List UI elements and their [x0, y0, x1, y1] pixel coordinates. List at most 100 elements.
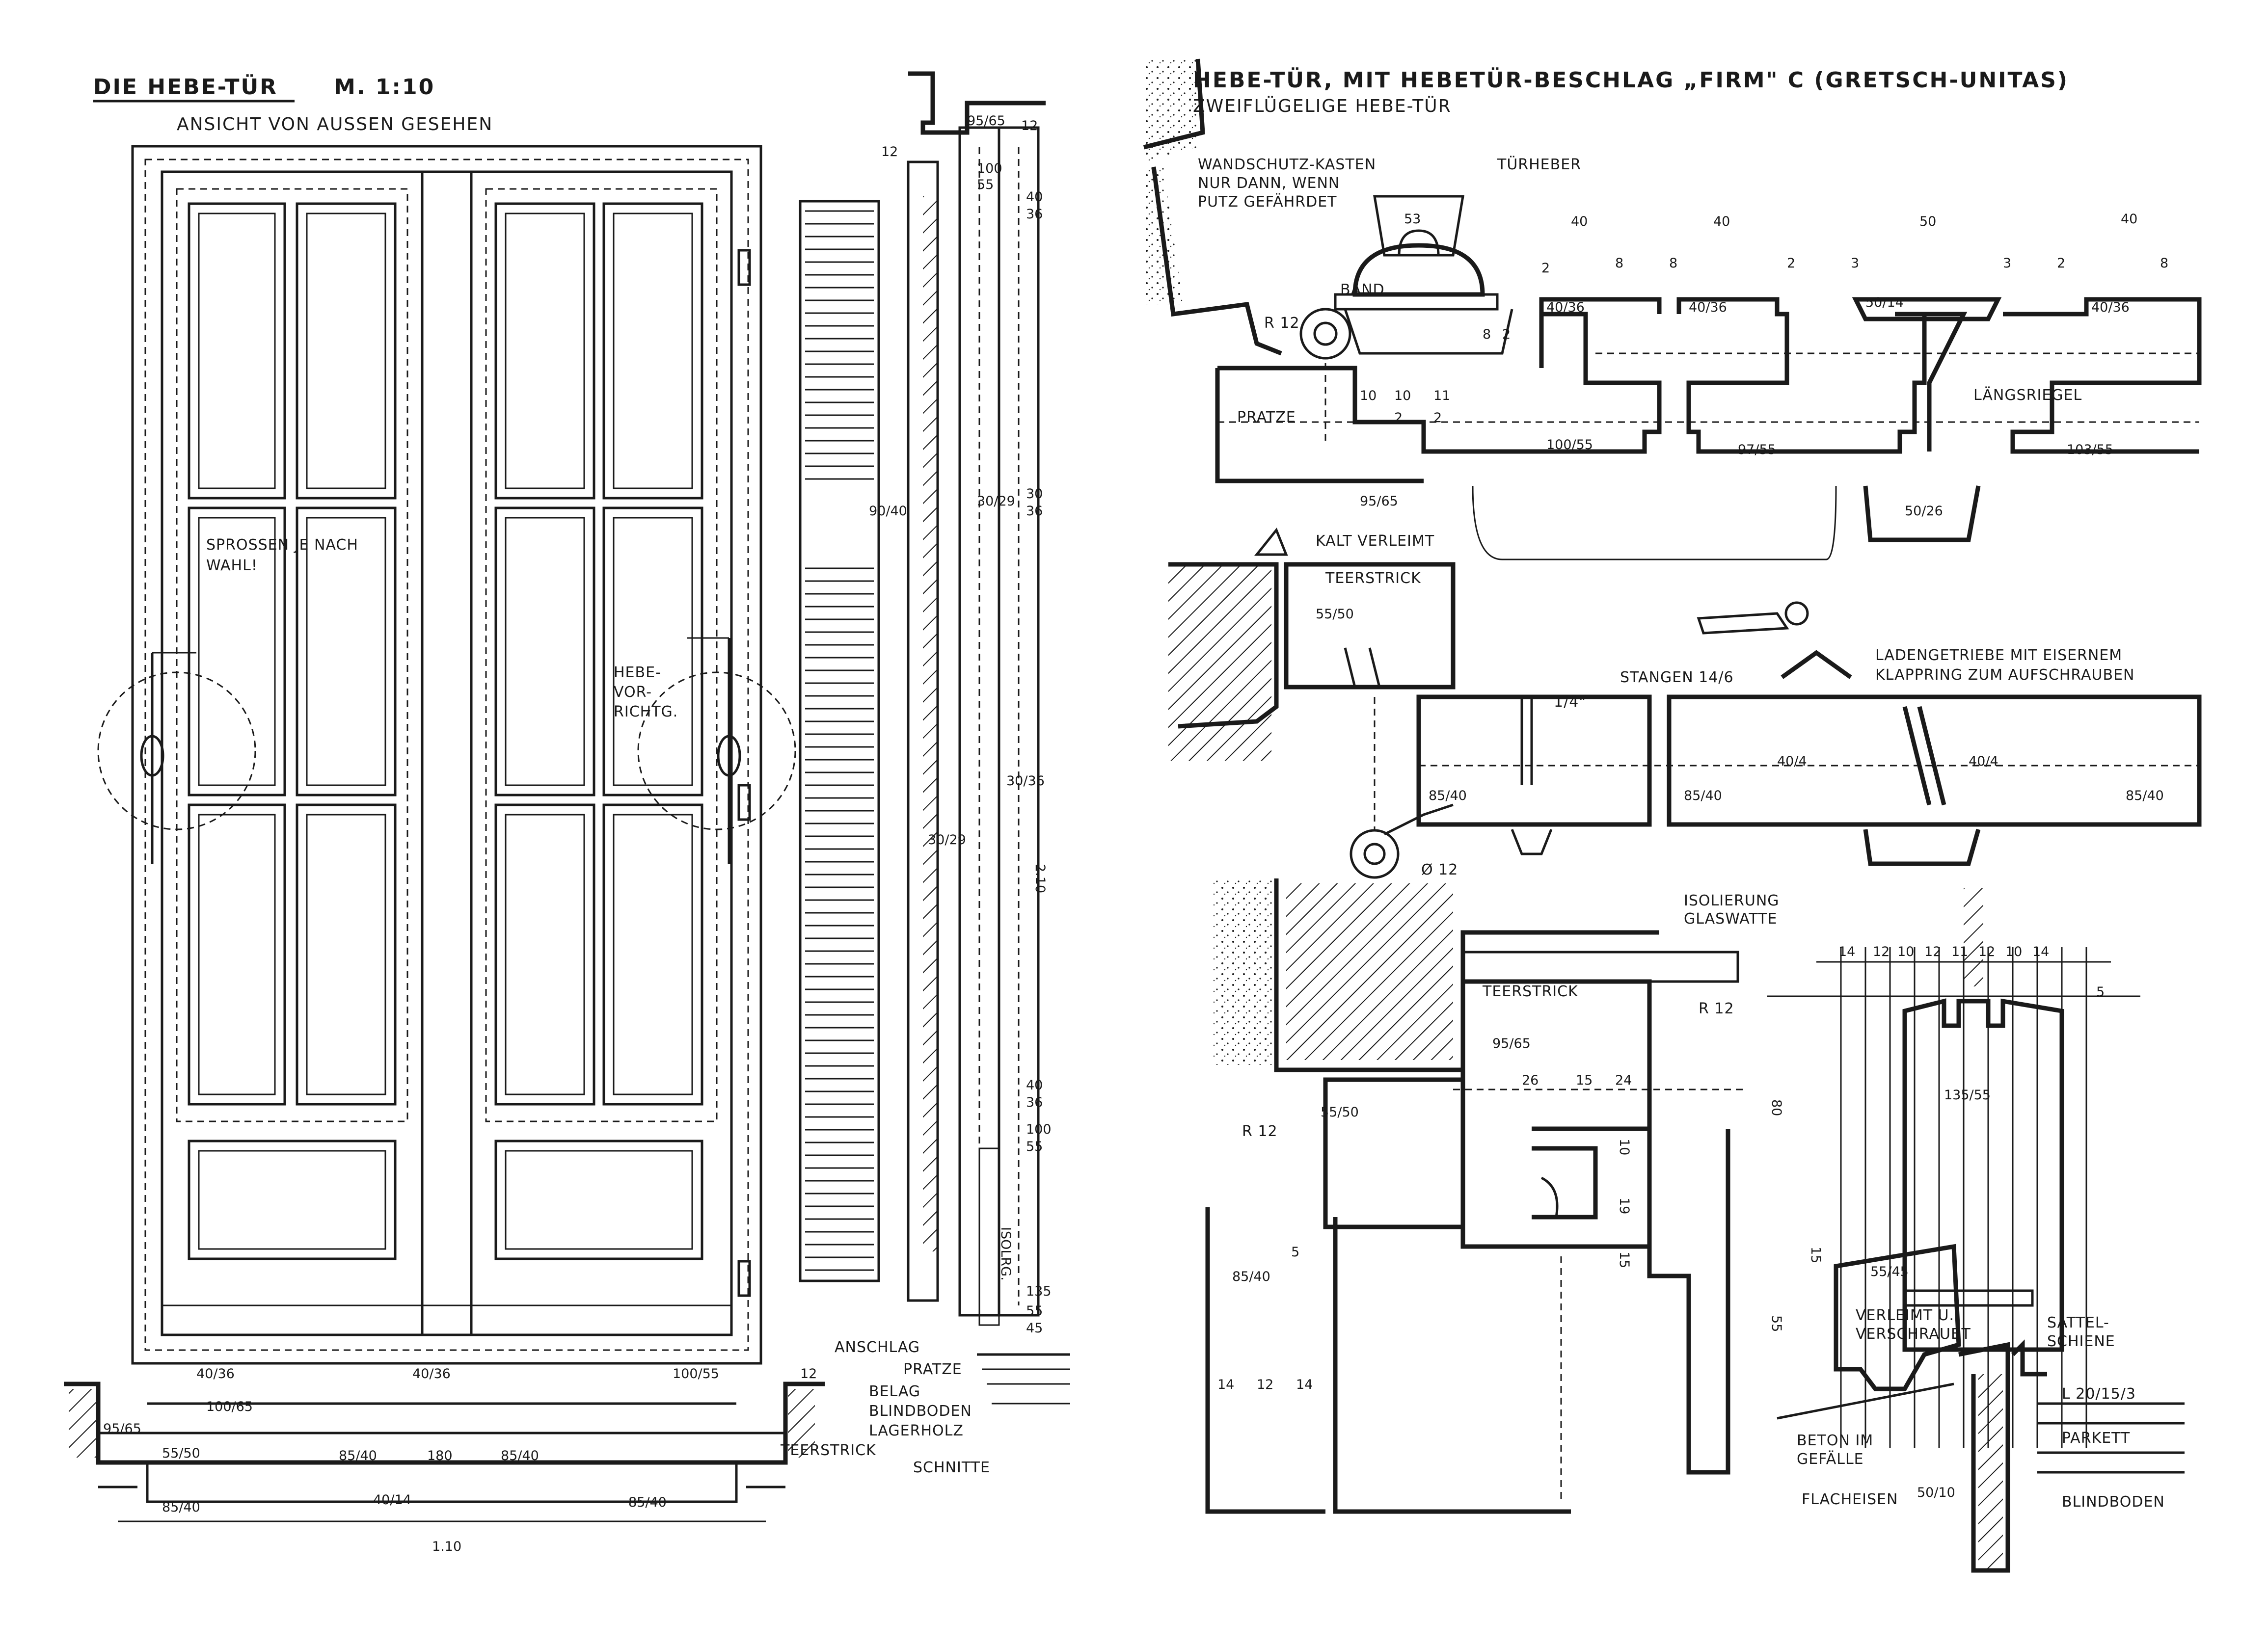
label-r12-left: R 12 — [1242, 1123, 1278, 1140]
right-title: HEBE-TÜR, MIT HEBETÜR-BESCHLAG „FIRM" C … — [1193, 67, 2069, 93]
br-dim-2: 10 — [1897, 944, 1914, 959]
right-leaf-panes — [494, 202, 703, 1106]
shutter-elevation — [799, 200, 880, 1282]
left-leaf-bottom-panel — [188, 1140, 397, 1260]
label-beton-1: BETON IM — [1797, 1432, 1873, 1449]
plan-dim-12: 85/40 — [628, 1495, 667, 1510]
section-dim-1: 95/65 — [967, 113, 1005, 129]
plan-dim-11: 85/40 — [162, 1500, 200, 1515]
bl-dim-2: 15 — [1576, 1073, 1593, 1088]
top-dim-8: 2 — [1787, 256, 1795, 271]
bl-dim-6: 19 — [1617, 1197, 1632, 1214]
top-dim-33: 85/40 — [1684, 788, 1722, 803]
top-dim-21: 11 — [1433, 388, 1450, 403]
section-label-3: BLINDBODEN — [869, 1403, 972, 1420]
bl-dim-7: 15 — [1617, 1251, 1632, 1268]
left-subtitle: ANSICHT VON AUSSEN GESEHEN — [177, 114, 493, 134]
br-dim-4: 11 — [1951, 944, 1968, 959]
top-dim-29: 55/50 — [1316, 607, 1354, 622]
label-sattel-2: SCHIENE — [2047, 1333, 2115, 1350]
label-teerstrick-top: TEERSTRICK — [1325, 570, 1421, 587]
bl-dim-12: 14 — [1296, 1377, 1313, 1392]
top-dim-15: 50/14 — [1865, 295, 1904, 310]
left-leaf-glazing-outline — [176, 188, 408, 1122]
right-leaf-bottom-panel-inner — [505, 1150, 693, 1250]
right-leaf-glazing-outline — [485, 188, 718, 1122]
bl-dim-1: 26 — [1522, 1073, 1539, 1088]
br-dim-6: 10 — [2005, 944, 2022, 959]
top-dim-10: 3 — [2003, 256, 2011, 271]
top-dim-5: 2 — [1541, 261, 1550, 276]
plan-dim-13: 1.10 — [432, 1539, 461, 1554]
br-dim-12: 55/45 — [1870, 1264, 1909, 1279]
note-sprossen-2: WAHL! — [206, 557, 258, 574]
label-laengsriegel: LÄNGSRIEGEL — [1973, 386, 2082, 404]
door-outer-frame — [131, 145, 762, 1365]
detail-bottom-left: ISOLIERUNG GLASWATTE TEERSTRICK R 12 R 1… — [1205, 878, 1779, 1514]
top-dim-34: 85/40 — [2126, 788, 2164, 803]
label-sattel-1: SATTEL- — [2047, 1314, 2109, 1331]
label-tuerheber: TÜRHEBER — [1497, 156, 1581, 173]
section-dim-20: 55 — [1026, 1303, 1043, 1319]
label-isolierung-2: GLASWATTE — [1684, 910, 1778, 928]
section-dim-14: 40 — [1026, 1078, 1043, 1093]
top-dim-30: 85/40 — [1429, 788, 1467, 803]
label-wandschutz-3: PUTZ GEFÄHRDET — [1198, 193, 1337, 211]
top-dim-11: 2 — [2057, 256, 2065, 271]
label-r12: R 12 — [1264, 315, 1300, 332]
label-parkett: PARKETT — [2062, 1430, 2130, 1447]
top-dim-3: 50 — [1919, 214, 1936, 229]
top-dim-27: 95/65 — [1360, 494, 1398, 509]
section-dim-10: 36 — [1026, 504, 1043, 519]
door-frame-dashed — [144, 159, 749, 1351]
top-dim-14: 40/36 — [1689, 300, 1727, 315]
top-dim-24: 100/55 — [1546, 437, 1593, 452]
label-teerstrick-bottom: TEERSTRICK — [1482, 983, 1578, 1000]
section-label-4: LAGERHOLZ — [869, 1422, 964, 1439]
section-dim-12: 30/29 — [928, 832, 966, 848]
section-dim-18: ISOLRG. — [998, 1227, 1013, 1281]
bl-dim-4: 55/50 — [1321, 1105, 1359, 1120]
leaf-sections-top — [1215, 297, 2202, 560]
door-leaves-outline — [161, 170, 733, 1336]
label-flacheisen: FLACHEISEN — [1802, 1491, 1898, 1508]
br-dim-0: 14 — [1838, 944, 1855, 959]
left-leaf-panes — [188, 202, 397, 1106]
plan-dim-3: 12 — [800, 1366, 817, 1381]
label-wandschutz-2: NUR DANN, WENN — [1198, 175, 1340, 192]
br-dim-1: 12 — [1873, 944, 1890, 959]
plan-dim-9: 85/40 — [501, 1448, 539, 1463]
plan-dim-5: 95/65 — [103, 1421, 141, 1436]
bl-dim-11: 12 — [1257, 1377, 1273, 1392]
section-label-5: SCHNITTE — [913, 1459, 990, 1476]
plan-dim-1: 40/36 — [412, 1366, 451, 1381]
note-hebe-3: RICHTG. — [614, 703, 678, 720]
top-dim-1: 40 — [1571, 214, 1588, 229]
right-subtitle: ZWEIFLÜGELIGE HEBE-TÜR — [1193, 96, 1452, 116]
top-dim-16: 40/36 — [2091, 300, 2130, 315]
top-dim-25: 97/55 — [1738, 442, 1776, 457]
bl-dim-9: 85/40 — [1232, 1269, 1270, 1284]
left-leaf-bottom-panel-inner — [198, 1150, 386, 1250]
note-sprossen-1: SPROSSEN JE NACH — [206, 536, 358, 554]
br-dim-13: 55 — [1769, 1315, 1784, 1332]
top-dim-23: 2 — [1433, 410, 1442, 425]
label-kalt-verleimt: KALT VERLEIMT — [1316, 532, 1434, 550]
label-phi12: Ø 12 — [1421, 861, 1458, 878]
top-dim-22: 2 — [1394, 410, 1403, 425]
hinge-band — [1299, 308, 1351, 442]
section-dim-5: 40 — [1026, 189, 1043, 205]
label-pratze: PRATZE — [1237, 409, 1296, 426]
br-dim-7: 14 — [2032, 944, 2049, 959]
top-dim-31: 40/4 — [1777, 754, 1807, 769]
section-dim-13: 2.10 — [1032, 864, 1048, 893]
br-dim-3: 12 — [1924, 944, 1941, 959]
top-dim-2: 40 — [1713, 214, 1730, 229]
section-dim-6: 36 — [1026, 207, 1043, 222]
label-verleimt-1: VERLEIMT U. — [1856, 1307, 1954, 1324]
section-label-0: ANSCHLAG — [835, 1339, 920, 1356]
label-l20: L 20/15/3 — [2062, 1385, 2136, 1403]
label-verleimt-2: VERSCHRAUBT — [1856, 1326, 1971, 1343]
bl-dim-3: 24 — [1615, 1073, 1632, 1088]
